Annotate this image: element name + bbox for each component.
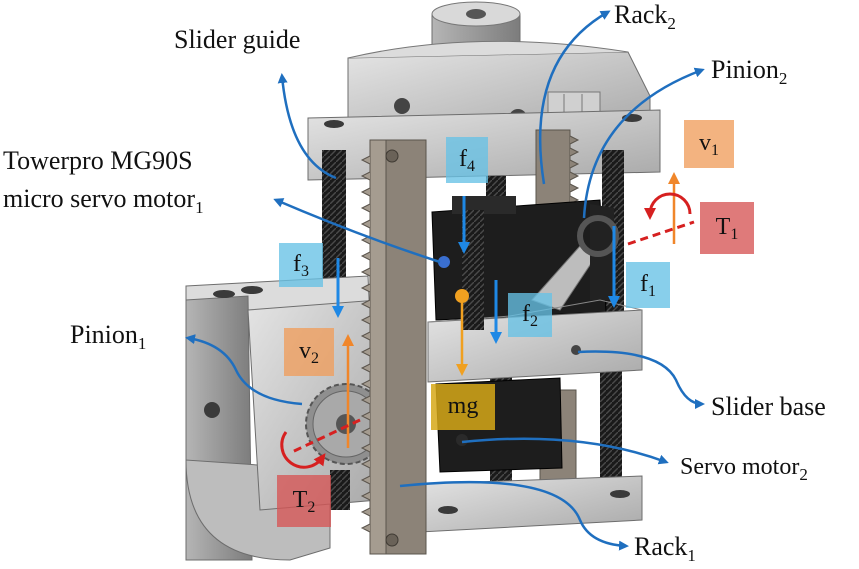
torque-t1 [627,192,695,246]
label-slider-base: Slider base [711,392,826,421]
rack-1 [360,139,427,555]
tag-v2: v2 [284,328,334,376]
label-rack-1: Rack1 [634,532,696,565]
tag-f4: f4 [446,137,488,183]
label-motor-1-line2: micro servo motor1 [3,184,204,217]
callout-rack-2 [538,10,611,185]
label-pinion-2: Pinion2 [711,55,788,88]
label-slider-guide: Slider guide [174,25,301,54]
force-arrows [332,196,620,344]
callout-servo-2 [461,437,669,465]
callout-motor-1 [273,198,441,264]
label-pinion-1: Pinion1 [70,320,147,353]
callout-rack-1 [399,480,629,551]
callout-slider-base [577,350,705,409]
tag-T2: T2 [277,475,331,527]
gravity-arrow [455,289,469,376]
torque-t2 [280,418,361,469]
callout-pinion-1 [185,334,303,406]
label-servo-motor-2: Servo motor2 [680,454,808,484]
velocity-arrows [342,172,680,448]
bottom-plate [419,475,643,533]
center-of-mass-dot [455,289,469,303]
label-motor-1-line1: Towerpro MG90S [3,146,193,175]
callout-arrows [185,10,705,551]
callout-pinion-2 [582,67,705,219]
tag-T1: T1 [700,202,754,254]
callout-slider-guide [277,73,337,180]
tag-f1: f1 [626,262,670,308]
label-rack-2: Rack2 [614,0,676,33]
tag-f3: f3 [279,243,323,287]
tag-mg: mg [431,384,495,430]
tag-v1: v1 [684,120,734,168]
tag-f2: f2 [508,293,552,337]
